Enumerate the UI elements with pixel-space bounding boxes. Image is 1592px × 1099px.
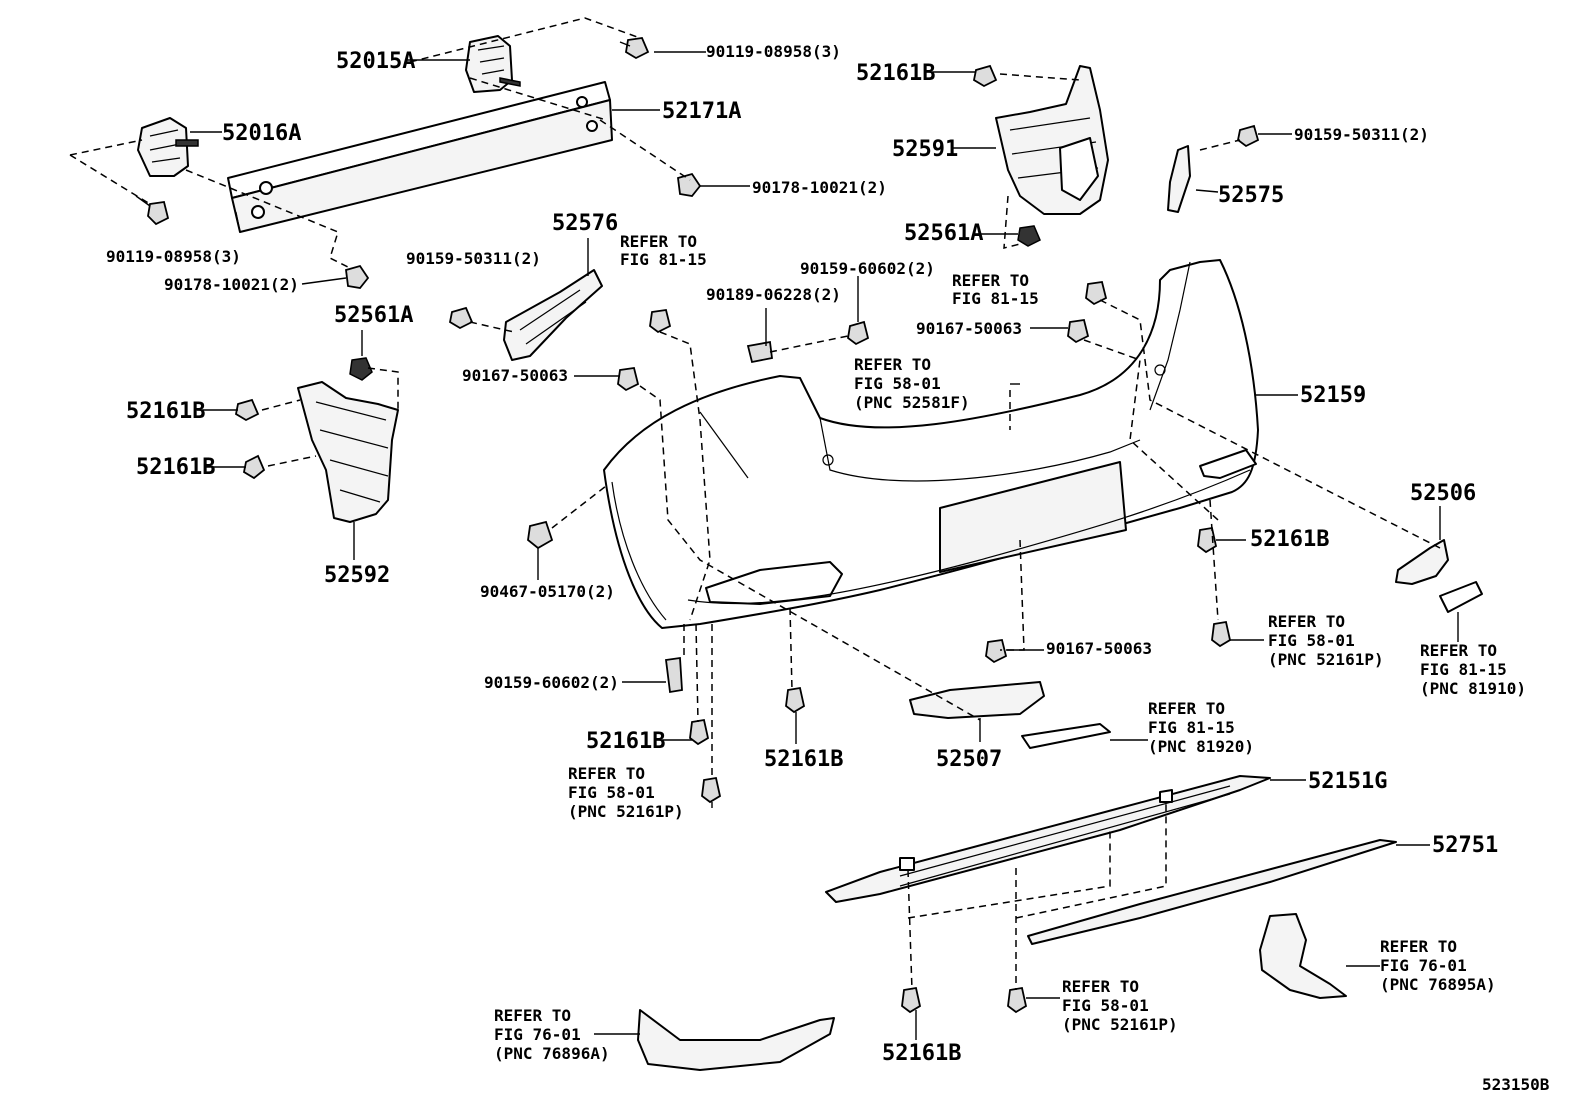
label-52507: 52507 xyxy=(936,747,1002,772)
screw-90189 xyxy=(746,340,773,364)
screw-refer-81-15-b xyxy=(1085,280,1108,306)
label-52161B-bm: 52161B xyxy=(764,747,843,772)
label-52161B-l1: 52161B xyxy=(126,399,205,424)
label-90178-top: 90178-10021(2) xyxy=(752,178,887,197)
side-bracket-52592 xyxy=(297,357,399,523)
clip-52161B-right xyxy=(1197,526,1218,554)
assembly-lines xyxy=(69,17,1441,991)
screw-90167-b xyxy=(1067,318,1090,344)
bracket-52575 xyxy=(1167,124,1260,213)
screw-90159-60602-left xyxy=(664,656,683,694)
refer-note-5: REFER TO FIG 58-01 (PNC 52161P) xyxy=(1268,612,1384,669)
moulding-52751 xyxy=(1027,839,1397,945)
bolt-90119-left xyxy=(135,195,170,226)
label-52591: 52591 xyxy=(892,137,958,162)
cover-76896A xyxy=(637,1009,835,1071)
label-90167-b: 90167-50063 xyxy=(916,319,1022,338)
label-52751: 52751 xyxy=(1432,833,1498,858)
clip-52161P-2 xyxy=(1211,620,1232,648)
label-90159-60602-left: 90159-60602(2) xyxy=(484,673,619,692)
reference-notes: REFER TO FIG 81-15 REFER TO FIG 81-15 RE… xyxy=(494,232,1526,1063)
label-52576: 52576 xyxy=(552,211,618,236)
label-52161B-l2: 52161B xyxy=(136,455,215,480)
label-52575: 52575 xyxy=(1218,183,1284,208)
refer-note-7: REFER TO FIG 81-15 (PNC 81920) xyxy=(1148,699,1254,756)
nut-52561A-right xyxy=(1017,225,1041,247)
clip-52161B-bottom xyxy=(901,986,922,1014)
screw-90467 xyxy=(527,520,554,550)
bumper-cover-52159 xyxy=(603,259,1259,629)
clip-52161B-bottomleft xyxy=(689,718,710,746)
bumper-reinforcement-52171A xyxy=(227,81,613,233)
bracket-52016A xyxy=(137,117,199,177)
label-52592: 52592 xyxy=(324,563,390,588)
clip-52161B-l2 xyxy=(242,454,266,480)
refer-note-4: REFER TO FIG 58-01 (PNC 52161P) xyxy=(568,764,684,821)
nut-90178-top xyxy=(677,172,702,197)
refer-note-6: REFER TO FIG 81-15 (PNC 81910) xyxy=(1420,641,1526,698)
label-90159-50311-left: 90159-50311(2) xyxy=(406,249,541,268)
label-52161B-bl: 52161B xyxy=(586,729,665,754)
label-90178-left: 90178-10021(2) xyxy=(164,275,299,294)
screw-refer-81-15-a xyxy=(649,308,672,334)
bracket-52507 xyxy=(909,681,1111,749)
label-52561A-left: 52561A xyxy=(334,303,413,328)
side-bracket-52591 xyxy=(995,65,1109,215)
clip-52161B-bottommid xyxy=(785,686,806,714)
refer-note-2: REFER TO FIG 81-15 xyxy=(952,271,1039,308)
part-labels: 52015A 90119-08958(3) 52171A 52016A 9017… xyxy=(106,42,1498,1066)
label-90119-left: 90119-08958(3) xyxy=(106,247,241,266)
nut-90178-left xyxy=(345,264,370,289)
label-90119-top: 90119-08958(3) xyxy=(706,42,841,61)
label-90167-a: 90167-50063 xyxy=(462,366,568,385)
label-52016A: 52016A xyxy=(222,121,301,146)
refer-note-8: REFER TO FIG 76-01 (PNC 76895A) xyxy=(1380,937,1496,994)
label-52015A: 52015A xyxy=(336,49,415,74)
label-52161B-bottom: 52161B xyxy=(882,1041,961,1066)
bolt-90119-top xyxy=(619,37,650,60)
refer-note-3: REFER TO FIG 58-01 (PNC 52581F) xyxy=(854,355,970,412)
label-90159-60602-top: 90159-60602(2) xyxy=(800,259,935,278)
clip-52161B-l1 xyxy=(234,398,260,422)
figure-code: 523150B xyxy=(1482,1075,1550,1094)
screw-90159-60602-top xyxy=(847,320,870,346)
label-52161B-r: 52161B xyxy=(1250,527,1329,552)
refer-note-1: REFER TO FIG 81-15 xyxy=(620,232,707,269)
label-90159-50311-right: 90159-50311(2) xyxy=(1294,125,1429,144)
label-52561A-right: 52561A xyxy=(904,221,983,246)
cover-76895A xyxy=(1259,913,1347,999)
label-52171A: 52171A xyxy=(662,99,741,124)
screw-90167-a xyxy=(617,366,640,392)
label-52506: 52506 xyxy=(1410,481,1476,506)
label-52161B-top: 52161B xyxy=(856,61,935,86)
label-52151G: 52151G xyxy=(1308,769,1387,794)
clip-52161P-1 xyxy=(701,776,722,804)
clip-52161P-3 xyxy=(1007,986,1028,1014)
label-90467: 90467-05170(2) xyxy=(480,582,615,601)
label-90189: 90189-06228(2) xyxy=(706,285,841,304)
label-52159: 52159 xyxy=(1300,383,1366,408)
refer-note-10: REFER TO FIG 76-01 (PNC 76896A) xyxy=(494,1006,610,1063)
label-90167-c: 90167-50063 xyxy=(1046,639,1152,658)
leader-lines xyxy=(190,51,1459,1040)
bracket-52576 xyxy=(448,269,603,361)
clip-52161B-top xyxy=(972,64,998,88)
refer-note-9: REFER TO FIG 58-01 (PNC 52161P) xyxy=(1062,977,1178,1034)
screw-90167-c xyxy=(985,638,1008,664)
bracket-52015A xyxy=(465,35,521,93)
lower-garnish-52151G xyxy=(825,775,1271,903)
bracket-52506 xyxy=(1395,539,1483,613)
